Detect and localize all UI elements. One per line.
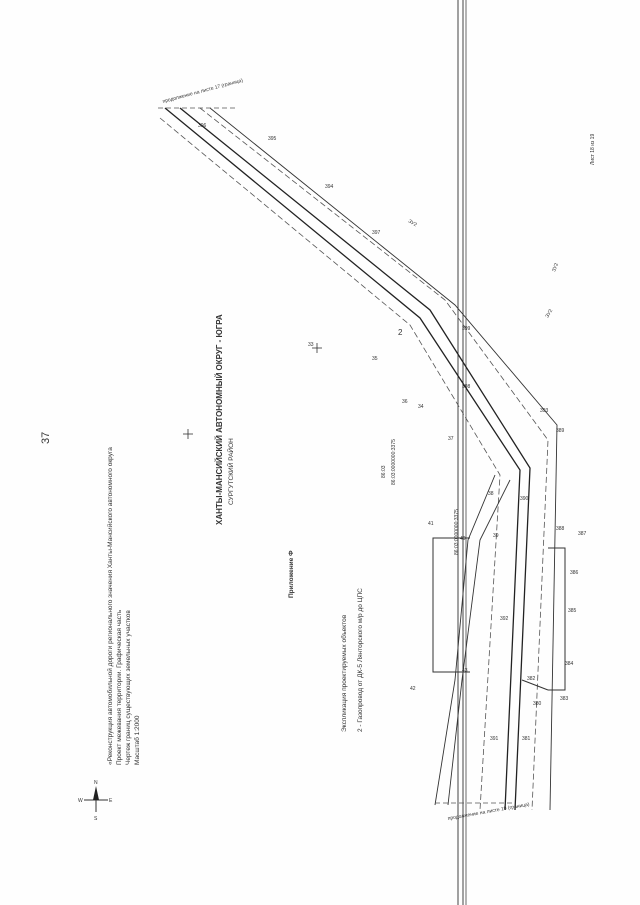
survey-mark-icon	[312, 343, 322, 353]
parcel-numbers: 380 381 382 383 384 385 386 387 388 389 …	[198, 123, 587, 742]
parcel-number: 391	[490, 736, 499, 742]
compass-w: W	[78, 798, 83, 804]
parcel-number: 397	[372, 230, 381, 236]
svg-text:ЗУ2: ЗУ2	[545, 308, 555, 319]
stations: 33 34 35 36 37 38 39 40 41 42 43	[308, 342, 499, 692]
north-arrow-icon	[84, 786, 108, 812]
annotation: 86:03:0000000:3375	[391, 439, 397, 485]
parcel-outline	[548, 547, 566, 691]
line-label: 2	[398, 328, 403, 337]
annotation: 86:03	[381, 465, 387, 478]
corridor-line	[164, 107, 521, 811]
compass-n: N	[94, 780, 98, 786]
svg-text:Лист 18 из 19: Лист 18 из 19	[590, 134, 596, 165]
svg-text:продолжение на листе 17 (грани: продолжение на листе 17 (граница)	[162, 78, 244, 105]
legend-item: 2 - Газопровод от ДК-5 Лянторского м/р д…	[357, 588, 364, 732]
parcel-number: 389	[556, 428, 565, 434]
compass-e: E	[109, 798, 113, 804]
svg-text:Приложение Ф: Приложение Ф	[288, 550, 295, 598]
station-label: 43	[462, 668, 468, 674]
boundary-dashed	[199, 107, 549, 811]
sheet-ref-top: продолжение на листе 17 (граница)	[162, 78, 244, 105]
station-label: 35	[372, 356, 378, 362]
region-block: ХАНТЫ-МАНСИЙСКИЙ АВТОНОМНЫЙ ОКРУГ - ЮГРА…	[215, 314, 235, 525]
parcel-number: 380	[533, 701, 542, 707]
parcel-outline	[521, 679, 549, 691]
title-line-3: Чертеж границ существующих земельных уча…	[125, 610, 132, 765]
station-label: 38	[488, 491, 494, 497]
parcel-number: 396	[198, 123, 207, 129]
annotation: ЗУ2	[551, 262, 560, 273]
compass-s: S	[94, 816, 98, 822]
station-label: 41	[428, 521, 434, 527]
svg-text:продолжение на листе 19 (грани: продолжение на листе 19 (граница)	[447, 802, 530, 822]
annotation: ЗУ2	[407, 219, 418, 229]
parcel-number: 386	[570, 570, 579, 576]
parcel-number: 399	[462, 326, 471, 332]
row-line	[434, 474, 496, 806]
parcel-outline	[432, 537, 470, 673]
boundary-dashed	[159, 117, 501, 811]
station-label: 33	[308, 342, 314, 348]
legend: Экспликация проектируемых объектов 2 - Г…	[340, 588, 364, 732]
annotation: 86:03:0000000:3375	[454, 509, 460, 555]
parcel-number: 390	[520, 496, 529, 502]
svg-text:ЗУ2: ЗУ2	[407, 219, 418, 229]
parcel-number: 381	[522, 736, 531, 742]
corridor-line	[179, 107, 531, 811]
parcel-number: 387	[578, 531, 587, 537]
parcel-number: 383	[560, 696, 569, 702]
parcel-number: 385	[568, 608, 577, 614]
title-line-1: «Реконструкция автомобильной дороги реги…	[106, 447, 114, 765]
station-label: 39	[493, 533, 499, 539]
svg-text:86:03: 86:03	[381, 465, 387, 478]
title-line-2: Проект межевания территории. Графическая…	[116, 609, 123, 765]
parcel-number: 393	[540, 408, 549, 414]
title-block: «Реконструкция автомобильной дороги реги…	[106, 447, 141, 765]
parcel-number: 398	[462, 384, 471, 390]
svg-text:ЗУ2: ЗУ2	[551, 262, 560, 273]
station-label: 40	[460, 536, 466, 542]
station-label: 36	[402, 399, 408, 405]
svg-text:86:03:0000000:3375: 86:03:0000000:3375	[391, 439, 397, 485]
parcel-number: 382	[527, 676, 536, 682]
parcel-number: 395	[268, 136, 277, 142]
region-district: СУРГУТСКИЙ РАЙОН	[226, 438, 235, 505]
svg-text:86:03:0000000:3375: 86:03:0000000:3375	[454, 509, 460, 555]
annotation: ЗУ2	[545, 308, 555, 319]
region-okrug: ХАНТЫ-МАНСИЙСКИЙ АВТОНОМНЫЙ ОКРУГ - ЮГРА	[215, 314, 224, 525]
survey-mark-icon	[183, 429, 193, 439]
parcel-number: 384	[565, 661, 574, 667]
parcel-number: 392	[500, 616, 509, 622]
station-label: 34	[418, 404, 424, 410]
sheet-label: Лист 18 из 19	[590, 134, 596, 165]
legend-heading: Экспликация проектируемых объектов	[340, 614, 348, 732]
parcel-number: 394	[325, 184, 334, 190]
station-label: 37	[448, 436, 454, 442]
parcel-number: 388	[556, 526, 565, 532]
sheet-ref-bottom: продолжение на листе 19 (граница)	[447, 802, 530, 822]
appendix-label: Приложение Ф	[288, 550, 295, 598]
row-line	[209, 107, 558, 811]
station-label: 42	[410, 686, 416, 692]
row-line	[447, 479, 511, 806]
title-scale: Масштаб 1:2000	[133, 715, 141, 765]
